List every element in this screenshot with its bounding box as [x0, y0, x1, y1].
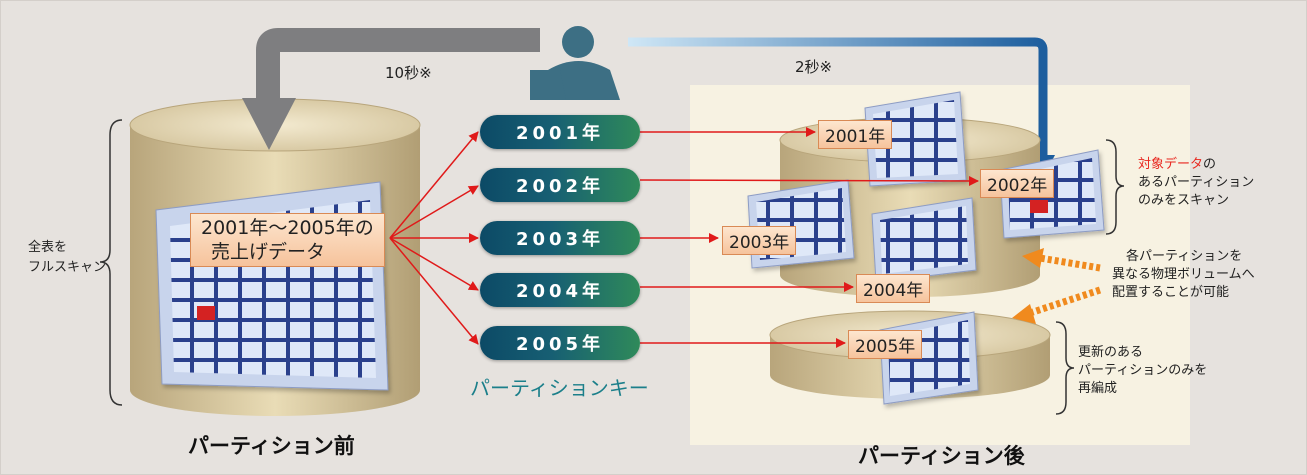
before-brace	[99, 119, 123, 406]
partition-tag-2005: 2005年	[848, 330, 923, 359]
scan-note-line2: あるパーティション	[1138, 175, 1255, 190]
reorg-note-line1: 更新のある	[1078, 345, 1144, 360]
partition-key-2004: 2004年	[480, 273, 640, 307]
before-side-note-line1: 全表を	[28, 240, 68, 255]
target-data-cell	[197, 306, 215, 320]
reorg-brace	[1055, 321, 1075, 415]
before-panel-title: 2001年～2005年の 売上げデータ	[190, 213, 385, 267]
after-heading: パーティション後	[858, 444, 1025, 468]
before-time-label: 10秒※	[385, 64, 432, 82]
scan-note-highlight: 対象データ	[1138, 157, 1204, 172]
gray-scan-arrow	[242, 28, 540, 150]
after-time-label: 2秒※	[795, 58, 833, 76]
partition-panel-2001	[864, 91, 967, 187]
partition-tag-2002: 2002年	[980, 169, 1055, 198]
before-heading: パーティション前	[188, 434, 355, 458]
fanout-arrows	[389, 131, 479, 345]
partition-key-label: パーティションキー	[470, 376, 649, 400]
partition-key-2003: 2003年	[480, 221, 640, 255]
volume-note-line2: 異なる物理ボリュームへ	[1112, 267, 1255, 282]
scan-note: 対象データの あるパーティション のみをスキャン	[1138, 156, 1254, 210]
before-panel-line2: 売上げデータ	[211, 241, 326, 263]
partition-key-2001: 2001年	[480, 115, 640, 149]
scan-note-line3: のみをスキャン	[1138, 193, 1230, 208]
partition-key-2005: 2005年	[480, 326, 640, 360]
volume-note-line1: 各パーティションを	[1126, 249, 1243, 264]
volume-arrows	[1028, 254, 1102, 317]
scan-note-line1-rest: の	[1203, 157, 1217, 172]
partition-key-2002: 2002年	[480, 168, 640, 202]
partition-tag-2004: 2004年	[856, 274, 931, 303]
partition-tag-2003: 2003年	[722, 226, 797, 255]
partition-panel-2004	[871, 197, 977, 283]
scan-brace	[1105, 139, 1125, 235]
before-panel-line1: 2001年～2005年の	[201, 217, 374, 239]
volume-note-line3: 配置することが可能	[1112, 285, 1230, 300]
before-side-note: 全表を フルスキャン	[28, 238, 106, 278]
partition-target-cell	[1030, 200, 1048, 213]
before-side-note-line2: フルスキャン	[28, 260, 107, 275]
volume-arrow-head-2	[1012, 304, 1036, 324]
reorg-note-line2: パーティションのみを	[1078, 363, 1208, 378]
volume-note: 各パーティションを 異なる物理ボリュームへ 配置することが可能	[1112, 248, 1255, 302]
user-icon	[530, 26, 620, 100]
partition-tag-2001: 2001年	[818, 120, 893, 149]
reorg-note-line3: 再編成	[1078, 381, 1118, 396]
volume-arrow-head-1	[1022, 248, 1044, 268]
reorg-note: 更新のある パーティションのみを 再編成	[1078, 344, 1207, 398]
partition-arrows	[639, 127, 979, 348]
